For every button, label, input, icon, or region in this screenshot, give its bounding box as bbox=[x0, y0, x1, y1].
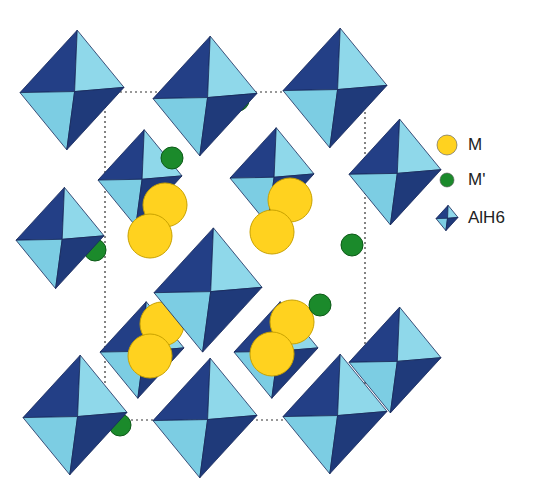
alh6-octahedron bbox=[154, 228, 262, 352]
octahedron-face bbox=[448, 205, 458, 218]
octahedron-face bbox=[338, 354, 387, 415]
octahedron-face bbox=[154, 292, 211, 352]
octahedron-face bbox=[283, 416, 338, 474]
octahedron-face bbox=[56, 236, 104, 289]
alh6-octahedron bbox=[349, 119, 441, 225]
octahedron-face bbox=[203, 287, 262, 352]
octahedron-face bbox=[349, 173, 397, 225]
octahedron-face bbox=[23, 355, 80, 417]
octahedron-face bbox=[20, 92, 75, 150]
octahedron-face bbox=[390, 358, 441, 413]
legend-label: M bbox=[468, 136, 482, 155]
octahedron-face bbox=[436, 205, 448, 218]
octahedron-face bbox=[338, 28, 387, 89]
alh6-octahedron bbox=[153, 36, 257, 156]
octahedron-face bbox=[153, 98, 208, 156]
octahedron-face bbox=[16, 187, 64, 240]
octahedron-face bbox=[67, 87, 124, 149]
m-prime-atom bbox=[341, 234, 363, 256]
m-atom bbox=[128, 214, 172, 258]
alh6-octahedron bbox=[100, 302, 184, 399]
octahedron-face bbox=[16, 239, 62, 288]
m-prime-atom bbox=[309, 294, 331, 316]
alh6-octahedron bbox=[436, 205, 458, 230]
octahedron-face bbox=[98, 130, 144, 180]
octahedron-face bbox=[230, 128, 276, 178]
octahedron-face bbox=[397, 307, 441, 361]
alh6-octahedron bbox=[283, 28, 387, 148]
m-atom bbox=[250, 210, 294, 254]
octahedron-face bbox=[283, 28, 340, 90]
alh6-octahedron bbox=[16, 187, 104, 288]
octahedron-face bbox=[153, 420, 208, 478]
alh6-octahedron bbox=[153, 358, 257, 478]
octahedron-face bbox=[208, 36, 257, 97]
octahedron-face bbox=[349, 119, 400, 174]
octahedron-face bbox=[446, 217, 458, 230]
octahedron-face bbox=[349, 307, 400, 362]
legend-label: AlH6 bbox=[468, 209, 505, 228]
octahedron-face bbox=[23, 417, 78, 475]
octahedron-face bbox=[208, 358, 257, 419]
octahedron-face bbox=[200, 93, 257, 155]
octahedron-face bbox=[283, 354, 340, 416]
m-atom bbox=[250, 332, 294, 376]
octahedron-face bbox=[154, 228, 213, 293]
alh6-octahedron bbox=[283, 354, 387, 474]
octahedron-face bbox=[397, 119, 441, 173]
octahedron-face bbox=[153, 358, 210, 420]
octahedron-face bbox=[20, 30, 77, 92]
octahedron-face bbox=[211, 228, 262, 292]
alh6-octahedron bbox=[20, 30, 124, 150]
octahedron-face bbox=[390, 170, 441, 225]
m-prime-atom bbox=[161, 147, 183, 169]
legend bbox=[436, 135, 458, 231]
octahedron-face bbox=[330, 85, 387, 147]
octahedron-face bbox=[142, 130, 182, 180]
legend-label: M' bbox=[468, 171, 485, 190]
octahedron-face bbox=[62, 187, 104, 239]
m-atom bbox=[128, 334, 172, 378]
octahedron-face bbox=[70, 412, 127, 474]
octahedron-face bbox=[274, 128, 314, 178]
octahedron-face bbox=[200, 415, 257, 477]
octahedron-face bbox=[283, 90, 338, 148]
octahedron-face bbox=[75, 30, 124, 91]
alh6-octahedron bbox=[23, 355, 127, 475]
octahedron-face bbox=[153, 36, 210, 98]
legend-swatch bbox=[437, 135, 457, 155]
octahedron-face bbox=[330, 411, 387, 473]
legend-swatch bbox=[440, 173, 454, 187]
octahedron-face bbox=[78, 355, 127, 416]
